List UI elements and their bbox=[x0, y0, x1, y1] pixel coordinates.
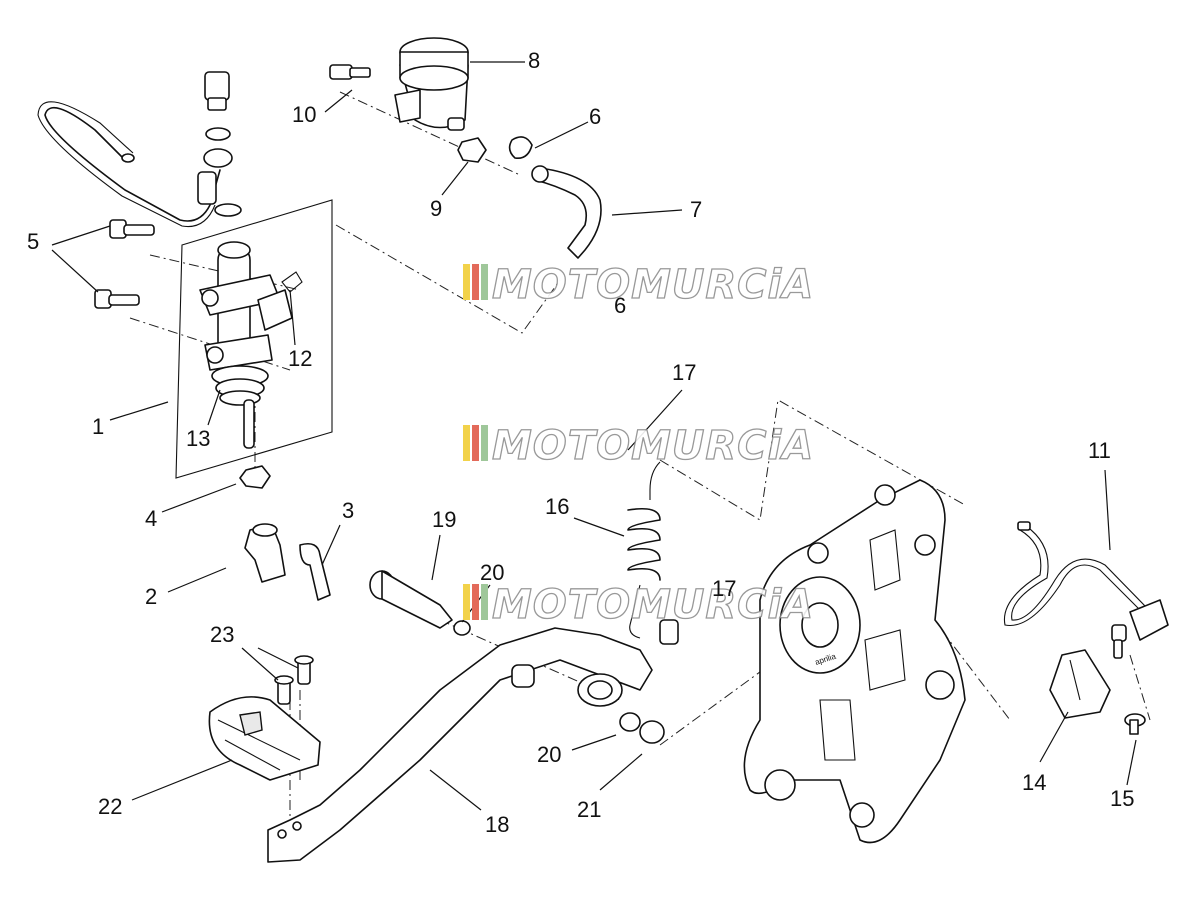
callout-numbers: 8 10 6 9 7 6 5 12 1 13 4 3 2 23 22 19 20… bbox=[27, 48, 1134, 837]
watermark-stripes bbox=[463, 425, 488, 461]
brake-pedal-tip bbox=[208, 655, 321, 781]
assembly-line bbox=[335, 224, 561, 334]
callout-18: 18 bbox=[485, 812, 509, 837]
brake-hose-upper bbox=[37, 71, 242, 228]
fluid-reservoir bbox=[329, 37, 533, 163]
callout-12: 12 bbox=[288, 346, 312, 371]
master-cylinder-group-frame bbox=[175, 199, 333, 479]
assembly-line bbox=[339, 91, 521, 176]
brake-light-switch bbox=[1003, 521, 1169, 735]
callout-2: 2 bbox=[145, 584, 157, 609]
watermark-text: MOTOMURCiA bbox=[492, 582, 814, 628]
bolts bbox=[94, 219, 155, 309]
callout-4: 4 bbox=[145, 506, 157, 531]
callout-6: 6 bbox=[589, 104, 601, 129]
callout-10: 10 bbox=[292, 102, 316, 127]
callout-7: 7 bbox=[690, 197, 702, 222]
callout-14: 14 bbox=[1022, 770, 1046, 795]
brake-pedal bbox=[267, 627, 653, 863]
callout-17-secondary: 17 bbox=[712, 576, 736, 601]
callout-21: 21 bbox=[577, 797, 601, 822]
callout-19: 19 bbox=[432, 507, 456, 532]
rear-brake-bracket bbox=[743, 479, 966, 844]
callout-20-secondary: 20 bbox=[537, 742, 561, 767]
assembly-line bbox=[149, 254, 301, 291]
callout-20: 20 bbox=[480, 560, 504, 585]
return-spring bbox=[627, 461, 679, 645]
callout-8: 8 bbox=[528, 48, 540, 73]
watermark-text: MOTOMURCiA bbox=[492, 423, 814, 469]
watermark-stripes bbox=[463, 264, 488, 300]
callout-3: 3 bbox=[342, 498, 354, 523]
small-fittings bbox=[239, 465, 331, 601]
callout-5: 5 bbox=[27, 229, 39, 254]
callout-22: 22 bbox=[98, 794, 122, 819]
callout-6-secondary: 6 bbox=[614, 293, 626, 318]
callout-9: 9 bbox=[430, 196, 442, 221]
callout-23: 23 bbox=[210, 622, 234, 647]
callout-13: 13 bbox=[186, 426, 210, 451]
rear-master-cylinder bbox=[199, 241, 303, 449]
watermark-stripes bbox=[463, 584, 488, 620]
watermark-text: MOTOMURCiA bbox=[492, 262, 814, 308]
assembly-line bbox=[1129, 654, 1151, 721]
assembly-line bbox=[659, 399, 966, 521]
watermark: MOTOMURCiA MOTOMURCiA MOTOMURCiA bbox=[463, 261, 814, 629]
callout-16: 16 bbox=[545, 494, 569, 519]
pivot-pin bbox=[369, 570, 665, 744]
callout-1: 1 bbox=[92, 414, 104, 439]
callout-leaders bbox=[51, 61, 1137, 811]
reservoir-hose bbox=[531, 165, 602, 259]
callout-15: 15 bbox=[1110, 786, 1134, 811]
callout-11: 11 bbox=[1088, 438, 1111, 463]
callout-17: 17 bbox=[672, 360, 696, 385]
